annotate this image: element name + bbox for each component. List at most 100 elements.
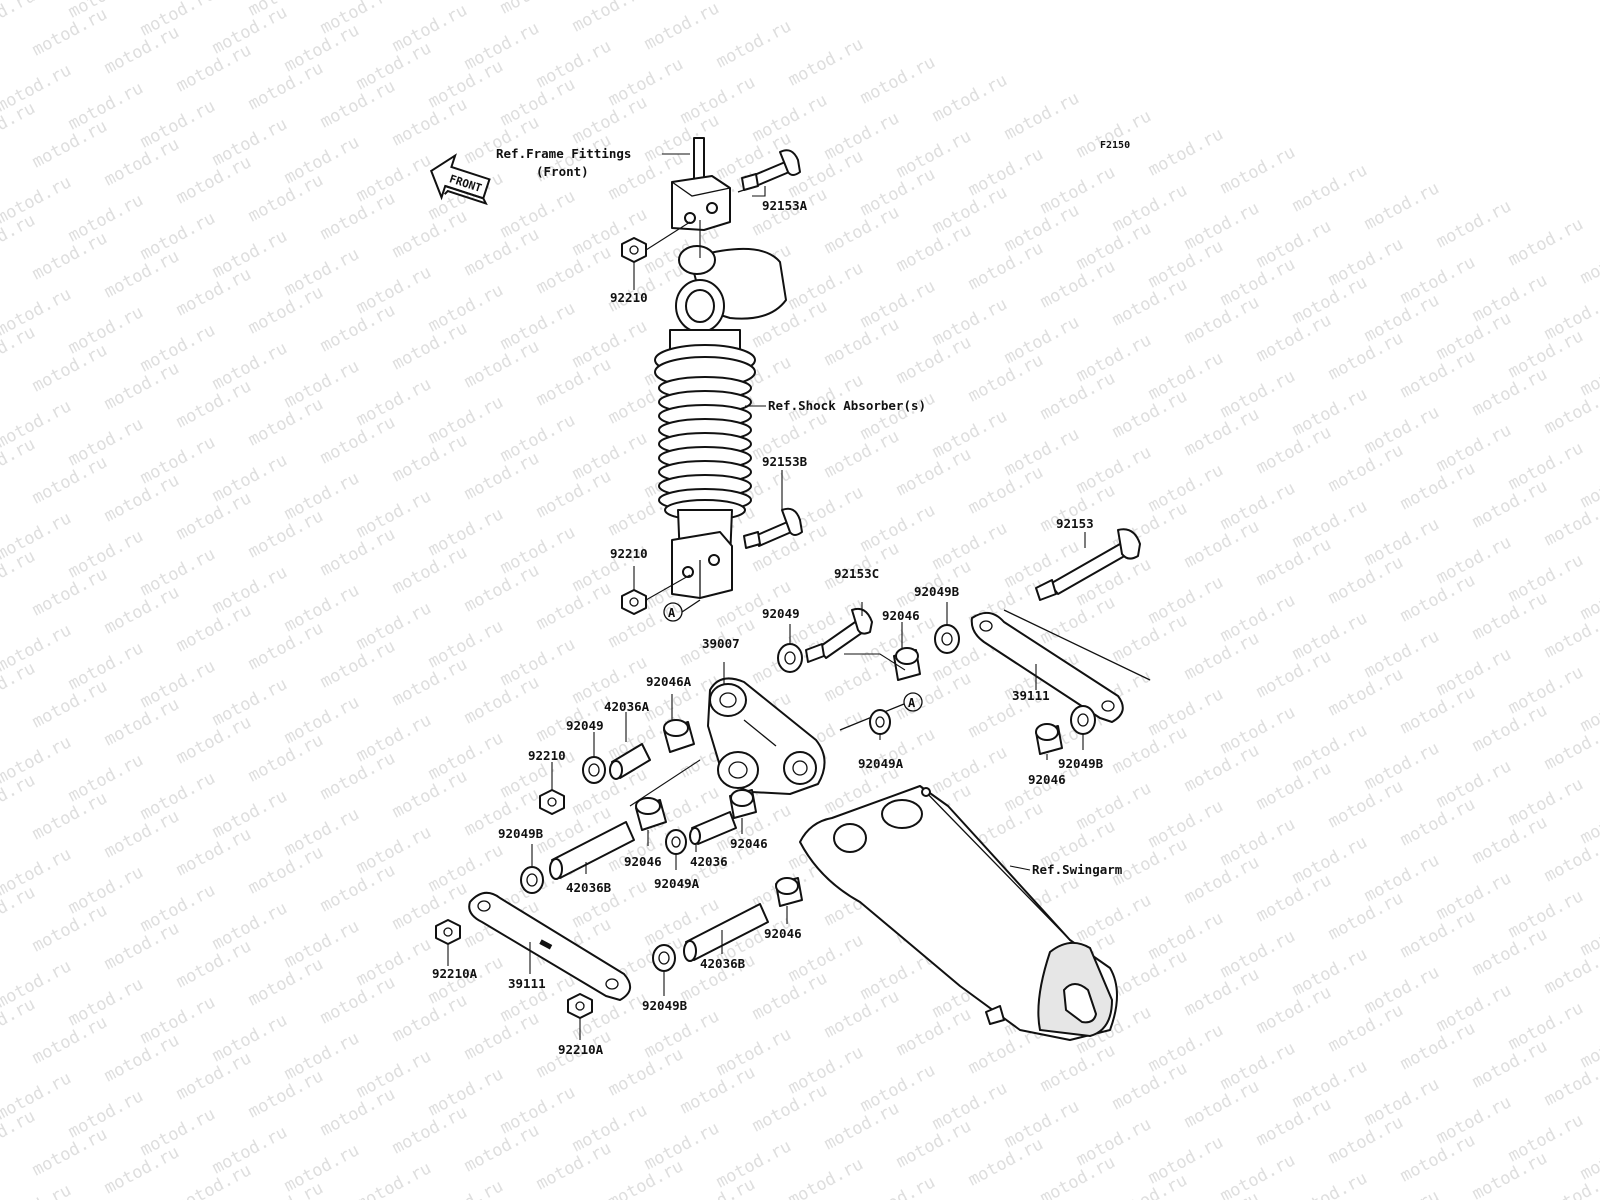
front-arrow-icon: FRONT xyxy=(429,153,491,206)
bolt-92153 xyxy=(1035,528,1141,601)
part-label: 92153A xyxy=(762,198,808,213)
part-label: 92049B xyxy=(1058,756,1104,771)
watermark-text: motod.ru xyxy=(353,1158,435,1200)
collar-92046-b xyxy=(1035,723,1063,755)
bolt-92153a xyxy=(737,149,801,193)
callout-a-upper: A xyxy=(663,599,701,622)
watermark-text: motod.ru xyxy=(0,266,3,322)
watermark-text: motod.ru xyxy=(0,154,3,210)
part-label: 92049A xyxy=(654,876,700,891)
part-label: 92046 xyxy=(764,926,802,941)
shock-spring xyxy=(658,376,752,521)
sleeve-42036b-b xyxy=(683,903,769,962)
watermark-text: motod.ru xyxy=(1577,232,1600,288)
washer-92049b-b xyxy=(1070,705,1096,735)
nut-92210-top xyxy=(621,237,647,263)
part-label: 42036 xyxy=(690,854,728,869)
nut-92210a-a xyxy=(435,919,461,945)
sleeve-42036 xyxy=(689,811,737,845)
watermark-text: motod.ru xyxy=(1361,178,1443,234)
part-label: 42036A xyxy=(604,699,650,714)
watermark-text: motod.ru xyxy=(0,490,3,546)
watermark-text: motod.ru xyxy=(1001,88,1083,144)
ref-swingarm: Ref.Swingarm xyxy=(1032,862,1123,877)
washer-92049-b xyxy=(582,756,606,784)
part-label: 92210A xyxy=(558,1042,604,1057)
collar-92046-c xyxy=(635,797,667,831)
watermark-text: motod.ru xyxy=(641,0,723,54)
part-label: 92046 xyxy=(730,836,768,851)
watermark-text: motod.ru xyxy=(1073,106,1155,162)
frame-bracket xyxy=(671,137,731,231)
watermark-text: motod.ru xyxy=(785,1154,867,1200)
watermark-text: motod.ru xyxy=(0,1162,3,1200)
watermark-text: motod.ru xyxy=(857,52,939,108)
part-label: 92046 xyxy=(624,854,662,869)
part-label: 92153B xyxy=(762,454,808,469)
shock-absorber xyxy=(654,245,787,599)
part-label: 92210 xyxy=(610,546,648,561)
watermark-text: motod.ru xyxy=(1145,124,1227,180)
part-label: 92049B xyxy=(498,826,544,841)
watermark-text: motod.ru xyxy=(1361,1186,1443,1200)
collar-92046-a xyxy=(893,647,921,681)
part-label: 92049B xyxy=(914,584,960,599)
callout-a-upper-label: A xyxy=(668,606,676,620)
part-label: 92049 xyxy=(762,606,800,621)
nut-92210-low xyxy=(539,789,565,815)
watermark-text: motod.ru xyxy=(0,1180,75,1200)
collar-92046-e xyxy=(775,877,803,907)
part-label: 92046 xyxy=(882,608,920,623)
link-39111-lower xyxy=(468,891,631,1001)
watermark-text: motod.ru xyxy=(497,0,579,18)
watermark-text: motod.ru xyxy=(1433,196,1515,252)
part-label: 39007 xyxy=(702,636,740,651)
ref-shock-absorber: Ref.Shock Absorber(s) xyxy=(768,398,926,413)
watermark-text: motod.ru xyxy=(0,938,3,994)
part-label: 92046 xyxy=(1028,772,1066,787)
watermark-text: motod.ru xyxy=(785,34,867,90)
washer-92049b-c xyxy=(520,866,544,894)
washer-92049b-d xyxy=(652,944,676,972)
swingarm xyxy=(799,785,1118,1041)
sleeve-42036b-a xyxy=(549,821,635,880)
part-label: 92153C xyxy=(834,566,879,581)
ref-frame-fittings-front: (Front) xyxy=(536,164,589,179)
watermark-text: motod.ru xyxy=(0,42,3,98)
rocker-arm-39007 xyxy=(707,677,826,795)
watermark-text: motod.ru xyxy=(0,378,3,434)
part-label: 92049 xyxy=(566,718,604,733)
nut-92210a-b xyxy=(567,993,593,1019)
watermark-text: motod.ru xyxy=(0,826,3,882)
sleeve-42036a xyxy=(609,743,651,780)
link-39111-upper xyxy=(970,609,1151,723)
part-label: 92210A xyxy=(432,966,478,981)
watermark-text: motod.ru xyxy=(1217,1150,1299,1200)
watermark-text: motod.ru xyxy=(1505,214,1587,270)
watermark-text: motod.ru xyxy=(1289,1168,1371,1200)
callout-a-lower-label: A xyxy=(908,696,916,710)
collar-92046-d xyxy=(729,789,757,819)
washer-92049b-a xyxy=(934,624,960,654)
nut-92210-mid xyxy=(621,589,647,615)
part-label: 42036B xyxy=(700,956,746,971)
leader-lines xyxy=(447,153,1086,1040)
watermark-text: motod.ru xyxy=(1217,142,1299,198)
part-label: 42036B xyxy=(566,880,612,895)
part-label: 92210 xyxy=(610,290,648,305)
washer-92049a-a xyxy=(869,709,891,735)
part-label: 39111 xyxy=(1012,688,1050,703)
part-label: 92049B xyxy=(642,998,688,1013)
part-label: 92210 xyxy=(528,748,566,763)
bolt-92153c xyxy=(805,607,873,663)
bolt-92153b xyxy=(743,507,803,549)
collar-92046a xyxy=(663,719,695,753)
watermark-text: motod.ru xyxy=(0,714,3,770)
part-label: 92046A xyxy=(646,674,692,689)
part-label: 92153 xyxy=(1056,516,1094,531)
ref-frame-fittings: Ref.Frame Fittings xyxy=(496,146,631,161)
watermark-text: motod.ru xyxy=(0,0,39,42)
watermark-text: motod.ru xyxy=(0,1050,3,1106)
